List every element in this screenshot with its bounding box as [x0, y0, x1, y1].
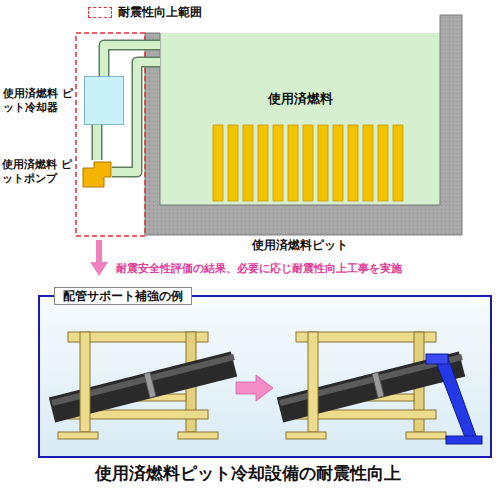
node-label: 使用済燃料 ピット冷却器 — [3, 87, 79, 115]
annotation: 耐震安全性評価の結果、必要に応じ耐震性向上工事を実施 — [116, 262, 402, 276]
pit-water-area: 使用済燃料 — [160, 33, 440, 205]
pump-shape — [82, 160, 112, 188]
legend-sample — [88, 7, 112, 18]
fuel-assemblies — [213, 125, 403, 201]
caption: 使用済燃料ピット冷却設備の耐震性向上 — [0, 463, 496, 484]
node-label: 使用済燃料 — [160, 91, 440, 107]
pipe-support-before — [52, 332, 234, 439]
node-label: 使用済燃料 ピットポンプ — [2, 158, 78, 186]
legend-text: 耐震性向上範囲 — [118, 5, 202, 20]
example-ground — [39, 296, 491, 457]
annotation: 使用済燃料ピット — [160, 238, 440, 253]
pipe — [97, 125, 98, 160]
flow-arrow — [90, 240, 108, 276]
pit-wall — [145, 15, 462, 235]
pipe-support-after — [280, 332, 482, 444]
panel-heading: 配管サポート補強の例 — [54, 287, 192, 305]
change-arrow — [236, 375, 273, 401]
cooler-box: 使用済燃料 ピット冷却器 — [84, 76, 124, 125]
pump-box: 使用済燃料 ピットポンプ — [82, 160, 112, 188]
example-box: 配管サポート補強の例 — [38, 295, 492, 458]
pit-water — [160, 33, 440, 205]
